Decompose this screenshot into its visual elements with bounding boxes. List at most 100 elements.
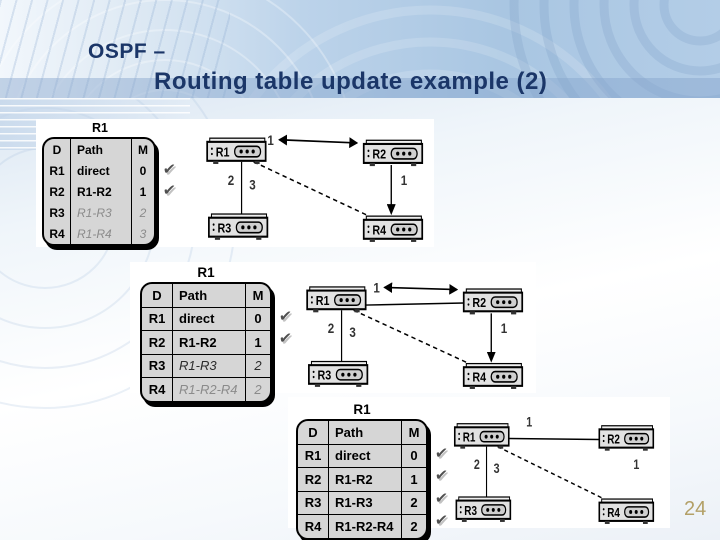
router-label: R4 <box>472 370 486 385</box>
header-band <box>0 78 720 98</box>
table-row: R2 R1-R2 1 <box>142 330 270 354</box>
table-row: R4 R1-R2-R4 2 <box>298 514 426 538</box>
cell-destination: R2 <box>148 334 166 350</box>
cell-path: direct <box>328 444 402 467</box>
cell-path: R1-R3 <box>70 202 132 223</box>
header-path: Path <box>172 284 246 307</box>
header-destination: D <box>308 424 318 440</box>
router-label: R4 <box>372 223 386 238</box>
table-row: R2 R1-R2 1 <box>44 181 154 202</box>
cell-metric: 3 <box>139 226 147 241</box>
header-arcs-decoration <box>0 0 720 98</box>
router-label: R2 <box>607 434 620 447</box>
header-destination: D <box>152 287 162 303</box>
cell-path: direct <box>70 160 132 181</box>
routing-table-1: R1 D Path M R1 direct 0 R2 R1-R2 1 R3 R1… <box>42 121 176 246</box>
cell-destination: R3 <box>148 358 166 374</box>
check-icon: ✔ <box>162 181 177 199</box>
link-cost-label: 3 <box>349 324 355 340</box>
cell-metric: 1 <box>139 184 147 199</box>
cell-metric: 2 <box>254 358 262 374</box>
link-cost-label: 1 <box>501 320 507 336</box>
check-column: ✔✔✔✔ <box>434 419 449 532</box>
link-cost-label: 2 <box>328 320 334 336</box>
router-R4: R4 <box>462 362 524 389</box>
router-R4: R4 <box>362 215 424 242</box>
link-cost-label: 2 <box>474 457 480 473</box>
router-label: R1 <box>463 432 476 445</box>
slide-title-line2: Routing table update example (2) <box>154 68 548 95</box>
table-row: R3 R1-R3 2 <box>142 353 270 377</box>
router-R2: R2 <box>598 425 655 451</box>
router-label: R3 <box>464 505 477 518</box>
cell-metric: 1 <box>254 334 262 350</box>
cell-destination: R1 <box>148 311 166 327</box>
diagonal-stripes-decoration <box>0 0 230 98</box>
table-row: R3 R1-R3 2 <box>44 202 154 223</box>
table-row: R1 direct 0 <box>298 443 426 467</box>
link-cost-label: 2 <box>228 172 234 188</box>
cell-destination: R1 <box>49 163 65 178</box>
link-cost-label: 1 <box>526 414 532 430</box>
link-cost-label: 3 <box>249 176 255 192</box>
check-column: ✔✔ <box>162 137 177 242</box>
table-row: R3 R1-R3 2 <box>298 490 426 514</box>
table-row: R1 direct 0 <box>142 306 270 330</box>
table-header-row: D Path M <box>298 421 426 444</box>
table-router-name: R1 <box>353 402 371 417</box>
router-R3: R3 <box>208 213 269 240</box>
cell-metric: 2 <box>139 205 147 220</box>
cell-path: R1-R2 <box>172 331 246 354</box>
check-placeholder <box>162 221 177 242</box>
router-R2: R2 <box>462 288 524 315</box>
check-placeholder <box>162 200 177 221</box>
routing-table-2: R1 D Path M R1 direct 0 R2 R1-R2 1 R3 R1… <box>140 265 292 403</box>
check-column: ✔✔ <box>278 282 293 395</box>
routing-table: D Path M R1 direct 0 R2 R1-R2 1 R3 R1-R3… <box>140 282 272 403</box>
cell-path: R1-R2 <box>328 468 402 491</box>
check-icon: ✔ <box>434 512 449 530</box>
router-label: R2 <box>472 295 486 310</box>
cell-metric: 1 <box>410 471 418 487</box>
snapshot-panel-2: R1 D Path M R1 direct 0 R2 R1-R2 1 R3 R1… <box>130 262 536 403</box>
header-metric: M <box>252 287 264 303</box>
link-cost-label: 1 <box>401 172 407 188</box>
router-R1: R1 <box>306 286 367 313</box>
cell-destination: R2 <box>304 471 322 487</box>
table-row: R4 R1-R4 3 <box>44 223 154 244</box>
check-icon: ✔ <box>434 467 449 485</box>
router-R1: R1 <box>206 137 267 164</box>
check-placeholder <box>278 372 293 395</box>
cell-metric: 0 <box>254 311 262 327</box>
table-row: R1 direct 0 <box>44 160 154 181</box>
router-label: R1 <box>316 293 330 308</box>
snapshot-panel-1: R1 D Path M R1 direct 0 R2 R1-R2 1 R3 R1… <box>36 119 434 247</box>
cell-destination: R3 <box>49 205 65 220</box>
check-icon: ✔ <box>434 489 449 507</box>
cell-destination: R4 <box>304 518 322 534</box>
cell-destination: R1 <box>304 448 322 464</box>
check-icon: ✔ <box>278 307 293 325</box>
table-row: R4 R1-R2-R4 2 <box>142 377 270 401</box>
router-label: R3 <box>317 368 331 383</box>
link-cost-label: 1 <box>633 457 639 473</box>
cell-metric: 2 <box>410 495 418 511</box>
header-destination: D <box>52 142 62 157</box>
table-header-row: D Path M <box>142 284 270 307</box>
link-cost-label: 1 <box>373 280 379 296</box>
table-header-row: D Path M <box>44 139 154 160</box>
router-R2: R2 <box>362 139 424 167</box>
cell-destination: R3 <box>304 495 322 511</box>
cell-path: R1-R4 <box>70 223 132 244</box>
router-label: R2 <box>372 147 386 162</box>
cell-path: R1-R3 <box>172 354 246 377</box>
router-label: R1 <box>216 145 230 160</box>
table-router-name: R1 <box>197 265 215 280</box>
routing-table-3: R1 D Path M R1 direct 0 R2 R1-R2 1 R3 R1… <box>296 402 448 540</box>
header-metric: M <box>408 424 420 440</box>
cell-path: R1-R2 <box>70 181 132 202</box>
slide-title-line1: OSPF – <box>88 40 166 63</box>
